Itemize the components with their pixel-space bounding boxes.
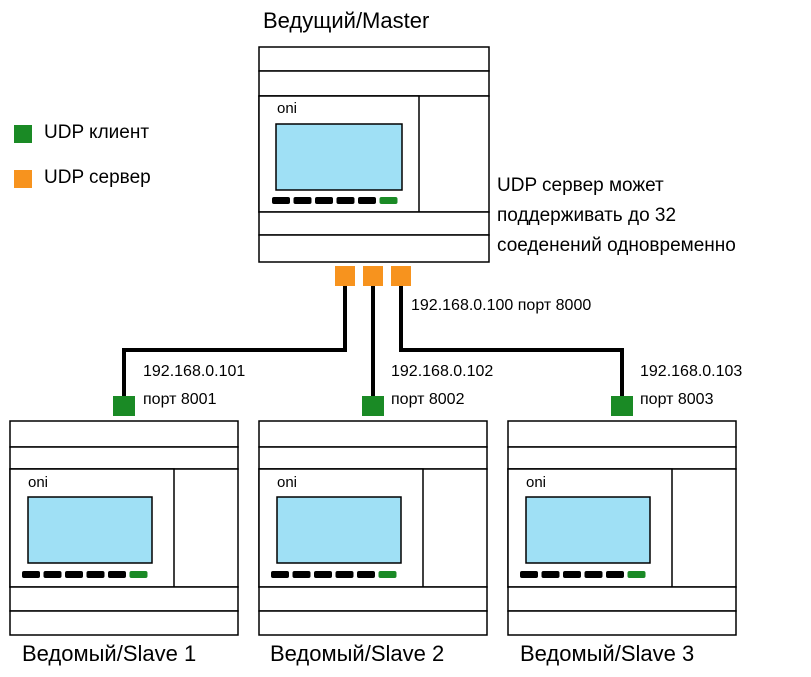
slave-1-key-4	[86, 571, 105, 578]
legend-client-swatch	[14, 125, 32, 143]
client-port-3	[611, 396, 633, 416]
slave-2-key-4	[335, 571, 354, 578]
slave-client-ports	[113, 396, 633, 416]
master-brand-logo: oni	[277, 100, 298, 117]
slave-1-key-3	[65, 571, 83, 578]
slave-3-key-6	[627, 571, 646, 578]
slave-2-key-1	[271, 571, 289, 578]
slave-plc-1	[9, 420, 239, 636]
master-key-6	[379, 197, 398, 204]
slave-1-port: порт 8001	[143, 391, 217, 408]
master-screen	[275, 123, 403, 191]
slave-1-title: Ведомый/Slave 1	[22, 641, 197, 666]
slave-3-key-1	[520, 571, 538, 578]
slave-3-ip: 192.168.0.103	[640, 363, 743, 380]
server-port-2	[363, 266, 383, 286]
link-slave-3	[399, 286, 624, 404]
master-server-ports	[335, 266, 411, 286]
slave-2-port: порт 8002	[391, 391, 465, 408]
master-rail-4	[258, 211, 490, 236]
server-port-3	[391, 266, 411, 286]
master-key-2	[293, 197, 312, 204]
slave-plc-2	[258, 420, 488, 636]
slave-2-key-5	[357, 571, 375, 578]
master-title: Ведущий/Master	[263, 8, 430, 33]
slave-2-title: Ведомый/Slave 2	[270, 641, 445, 666]
master-rail-2	[258, 70, 490, 97]
slave-2-key-2	[292, 571, 311, 578]
master-key-3	[315, 197, 333, 204]
slave-3-screen	[525, 496, 651, 564]
slave-2-key-3	[314, 571, 332, 578]
slave-2-brand-logo: oni	[277, 474, 298, 491]
slave-1-brand-logo: oni	[28, 474, 49, 491]
slave-1-key-5	[108, 571, 126, 578]
slave-1-screen	[27, 496, 153, 564]
slave-3-title: Ведомый/Slave 3	[520, 641, 695, 666]
server-port-1	[335, 266, 355, 286]
legend-client-label: UDP клиент	[44, 122, 150, 143]
legend-server-label: UDP сервер	[44, 167, 151, 188]
slave-2-key-6	[378, 571, 397, 578]
master-key-4	[336, 197, 355, 204]
slave-plc-3	[507, 420, 737, 636]
slave-1-ip: 192.168.0.101	[143, 363, 246, 380]
slave-1-key-2	[43, 571, 62, 578]
note-line-1: UDP сервер может	[497, 175, 664, 196]
slave-3-key-2	[541, 571, 560, 578]
link-slave-1	[122, 286, 347, 404]
slave-3-key-3	[563, 571, 581, 578]
slave-3-key-5	[606, 571, 624, 578]
master-key-5	[358, 197, 376, 204]
master-keypad	[272, 197, 398, 204]
slave-3-key-4	[584, 571, 603, 578]
master-plc	[258, 46, 490, 263]
slave-2-screen	[276, 496, 402, 564]
slave-1-key-6	[129, 571, 148, 578]
legend-server-swatch	[14, 170, 32, 188]
slave-1-key-1	[22, 571, 40, 578]
client-port-1	[113, 396, 135, 416]
note-line-3: соеденений одновременно	[497, 235, 736, 256]
slave-3-port: порт 8003	[640, 391, 714, 408]
slave-keypads	[22, 571, 646, 578]
note-line-2: поддерживать до 32	[497, 205, 677, 226]
slave-3-brand-logo: oni	[526, 474, 547, 491]
client-port-2	[362, 396, 384, 416]
master-bottom-rail	[258, 234, 490, 263]
master-top-rail	[258, 46, 490, 72]
master-key-1	[272, 197, 290, 204]
master-address: 192.168.0.100 порт 8000	[411, 297, 592, 314]
slave-2-ip: 192.168.0.102	[391, 363, 494, 380]
connection-lines	[122, 286, 624, 404]
